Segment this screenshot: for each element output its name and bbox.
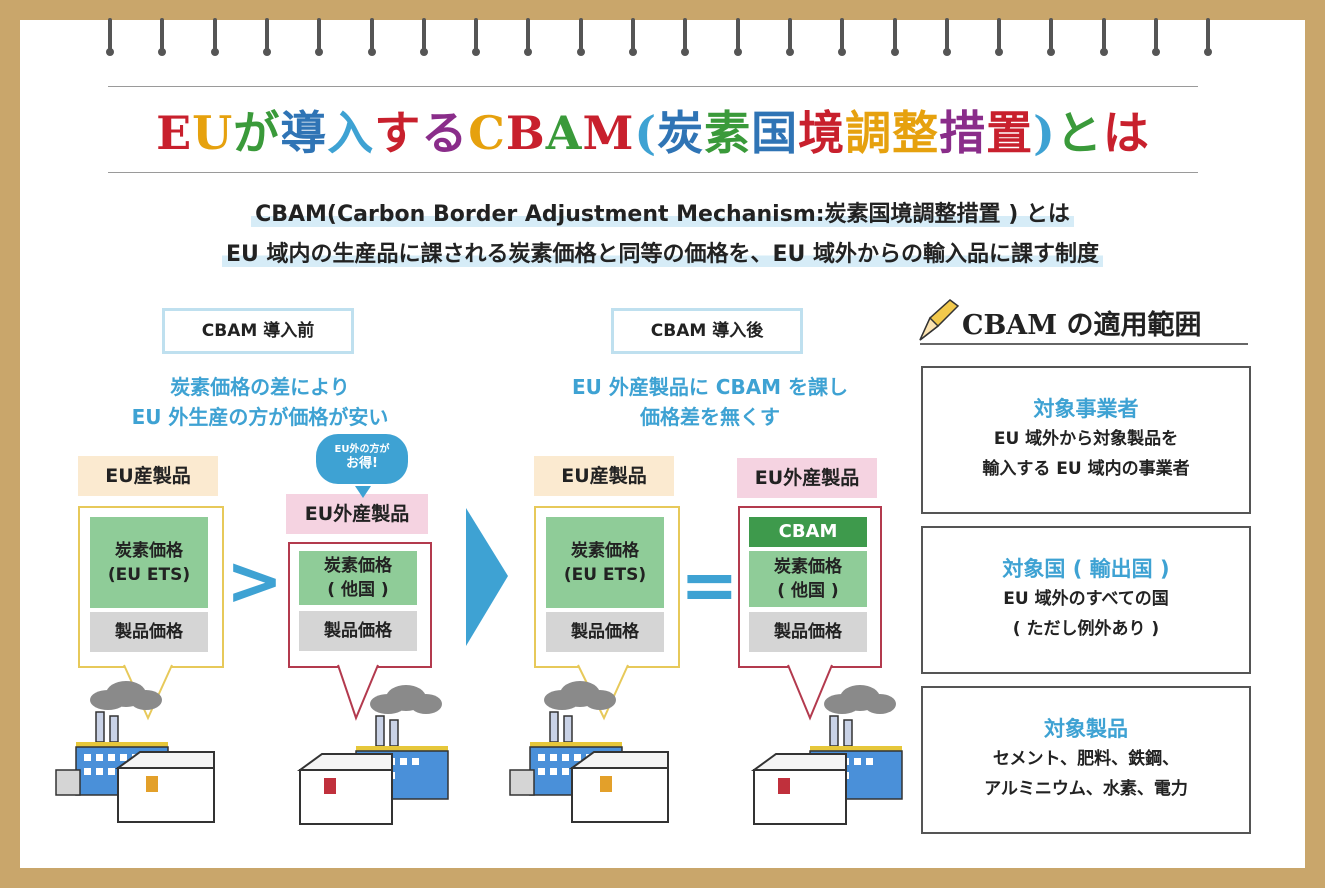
title-char: B <box>505 106 546 160</box>
before-eu-carbon-price: 炭素価格(EU ETS) <box>90 517 208 608</box>
binder-ring <box>262 18 271 58</box>
before-eu-product-tag: EU産製品 <box>78 456 218 496</box>
title-char: 炭 <box>657 106 705 160</box>
before-description: 炭素価格の差により EU 外生産の方が価格が安い <box>131 375 389 429</box>
before-cbam-label: CBAM 導入前 <box>162 308 354 354</box>
after-equals-sign: = <box>680 544 739 626</box>
title-char: 入 <box>327 106 375 160</box>
title-char: す <box>374 106 422 160</box>
scope-box-target-products: 対象製品 セメント、肥料、鉄鋼、 アルミニウム、水素、電力 <box>921 686 1251 834</box>
subtitle-line-2: EU 域内の生産品に課される炭素価格と同等の価格を、EU 域外からの輸入品に課す… <box>0 236 1325 268</box>
binder-ring <box>158 18 167 58</box>
binder-ring <box>367 18 376 58</box>
after-non-eu-carbon-price: 炭素価格( 他国 ) <box>749 551 867 607</box>
binder-ring <box>315 18 324 58</box>
binder-ring <box>524 18 533 58</box>
title-char: 素 <box>704 106 752 160</box>
binder-ring <box>733 18 742 58</box>
title-rule-top <box>108 86 1198 87</box>
binder-ring <box>681 18 690 58</box>
binder-ring <box>890 18 899 58</box>
scope-box-target-businesses: 対象事業者 EU 域外から対象製品を 輸入する EU 域内の事業者 <box>921 366 1251 514</box>
binder-ring <box>838 18 847 58</box>
title-rule-bottom <box>108 172 1198 173</box>
after-non-eu-product-price: 製品価格 <box>749 612 867 652</box>
before-greater-than-sign: > <box>226 542 283 621</box>
binder-ring <box>1152 18 1160 58</box>
title-char: 整 <box>892 106 940 160</box>
title-char: 置 <box>986 106 1034 160</box>
binder-ring <box>1099 18 1108 58</box>
title-char: る <box>421 106 469 160</box>
scope-title: CBAM の適用範囲 <box>962 310 1202 341</box>
binder-ring <box>419 18 428 58</box>
title-char: ( <box>634 106 658 160</box>
before-non-eu-carbon-price: 炭素価格( 他国 ) <box>299 551 417 605</box>
binder-ring <box>629 18 637 58</box>
after-eu-carbon-price: 炭素価格(EU ETS) <box>546 517 664 608</box>
binder-ring <box>576 18 585 58</box>
title-char: M <box>582 106 635 160</box>
factory-eu-after <box>509 680 669 823</box>
cheaper-speech-bubble: EU外の方が お得! <box>316 434 408 484</box>
before-non-eu-product-price: 製品価格 <box>299 611 417 651</box>
title-char: C <box>468 106 506 160</box>
factory-non-eu-after <box>750 684 903 825</box>
binder-ring <box>942 18 951 58</box>
binder-ring <box>1204 18 1213 58</box>
pencil-icon <box>919 299 1248 345</box>
binder-ring <box>106 18 114 58</box>
binder-ring <box>785 18 794 58</box>
title-char: 境 <box>798 106 846 160</box>
after-cbam-charge: CBAM <box>749 517 867 547</box>
binder-ring <box>1047 18 1056 58</box>
title-char: と <box>1055 106 1103 160</box>
after-eu-product-tag: EU産製品 <box>534 456 674 496</box>
title-char: E <box>156 106 193 160</box>
before-non-eu-product-tag: EU外産製品 <box>286 494 428 534</box>
after-cbam-label: CBAM 導入後 <box>611 308 803 354</box>
after-non-eu-product-tag: EU外産製品 <box>737 458 877 498</box>
page-title: EUが導入するCBAM(炭素国境調整措置)とは <box>108 96 1198 170</box>
title-char: 措 <box>939 106 987 160</box>
scope-box-target-countries: 対象国 ( 輸出国 ) EU 域外のすべての国 ( ただし例外あり ) <box>921 526 1251 674</box>
title-char: A <box>545 106 583 160</box>
title-char: 調 <box>845 106 893 160</box>
title-char: ) <box>1033 106 1056 160</box>
title-char: が <box>233 106 281 160</box>
before-eu-product-price: 製品価格 <box>90 612 208 652</box>
transition-arrow <box>466 508 508 646</box>
subtitle-line-1: CBAM(Carbon Border Adjustment Mechanism:… <box>0 196 1325 228</box>
after-description: EU 外産製品に CBAM を課し 価格差を無くす <box>571 375 849 429</box>
binder-ring <box>210 18 219 58</box>
title-char: U <box>192 106 234 160</box>
title-char: は <box>1102 106 1150 160</box>
title-char: 導 <box>280 106 328 160</box>
binder-ring <box>995 18 1004 58</box>
after-eu-product-price: 製品価格 <box>546 612 664 652</box>
binder-ring <box>472 18 481 58</box>
title-char: 国 <box>751 106 799 160</box>
factory-non-eu-before <box>296 684 449 825</box>
factory-eu-before <box>55 680 215 823</box>
